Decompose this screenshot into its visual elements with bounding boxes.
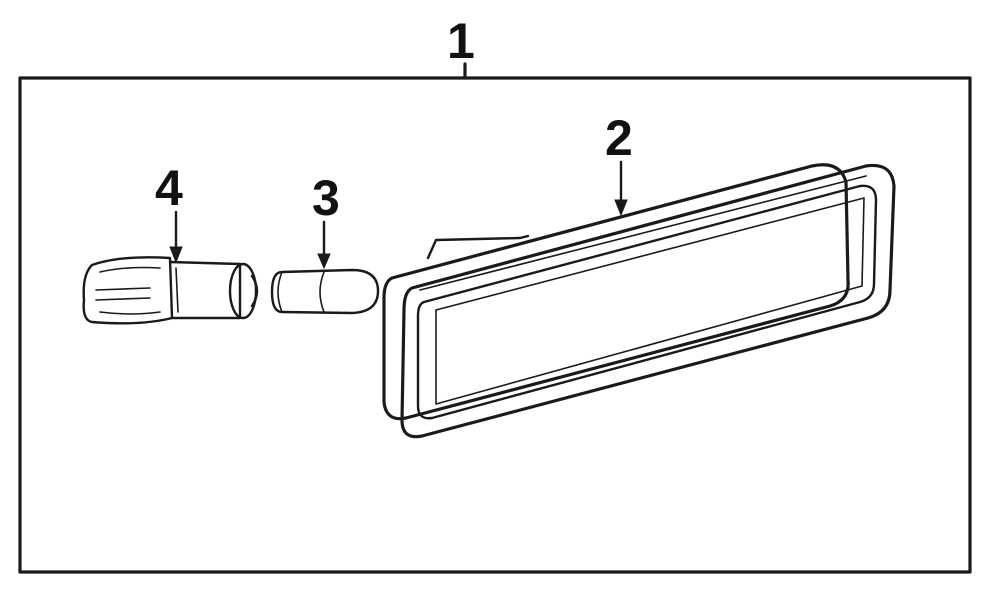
socket-part[interactable] [82, 256, 259, 325]
bulb-part[interactable] [270, 268, 380, 315]
callout-4[interactable]: 4 [155, 160, 183, 264]
callout-2-label: 2 [605, 110, 633, 166]
callout-3-arrowhead [317, 253, 331, 270]
callout-4-arrowhead [169, 246, 183, 264]
callout-4-label: 4 [155, 160, 183, 216]
callout-3-label: 3 [312, 170, 340, 226]
callout-1-label: 1 [447, 13, 475, 69]
assembly-frame [18, 76, 972, 574]
callout-3[interactable]: 3 [312, 170, 340, 270]
callout-2[interactable]: 2 [605, 110, 633, 217]
lens-housing-part[interactable] [382, 163, 896, 439]
callout-1[interactable]: 1 [447, 13, 475, 80]
callout-2-arrowhead [614, 199, 628, 217]
